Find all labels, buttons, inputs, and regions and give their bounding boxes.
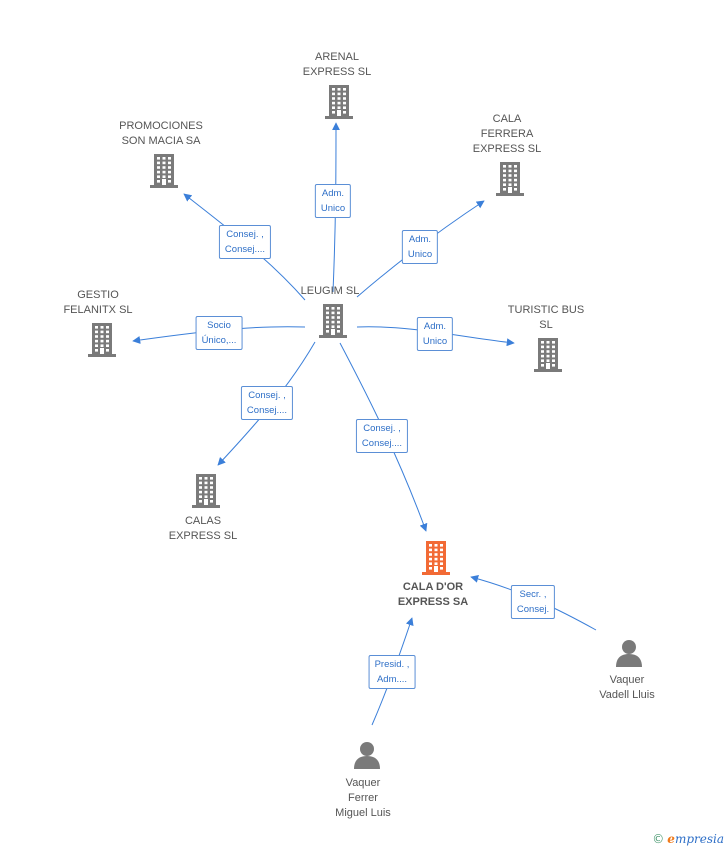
person-icon-vadell[interactable] [614,639,644,672]
node-label-arenal[interactable]: ARENAL EXPRESS SL [302,51,372,78]
node-label-calaferrera[interactable]: CALA FERRERA EXPRESS SL [472,113,542,155]
edge-label-leugim-calas[interactable]: Consej. , Consej.... [240,386,294,420]
copyright-symbol: © [652,832,665,846]
edge-label-leugim-gestio[interactable]: Socio Único,... [195,316,243,350]
building-icon-gestio[interactable] [88,323,116,362]
edge-label-leugim-turistic[interactable]: Adm. Unico [416,317,454,351]
node-label-calas[interactable]: CALAS EXPRESS SL [168,515,238,542]
edge-label-leugim-promociones[interactable]: Consej. , Consej.... [218,225,272,259]
brand-name: mpresia [674,832,724,846]
building-icon-calaferrera[interactable] [496,162,524,201]
edge-label-leugim-calador[interactable]: Consej. , Consej.... [355,419,409,453]
building-icon-arenal[interactable] [325,85,353,124]
node-label-leugim[interactable]: LEUGIM SL [300,285,360,297]
building-icon-turistic[interactable] [534,338,562,377]
edge-label-leugim-calaferrera[interactable]: Adm. Unico [401,230,439,264]
building-icon-leugim[interactable] [319,304,347,343]
brand-initial: e [667,832,675,846]
empresia-watermark: ©empresia [652,832,724,846]
edge-label-ferrer-calador[interactable]: Presid. , Adm.... [368,655,416,689]
edge-label-leugim-arenal[interactable]: Adm. Unico [314,184,352,218]
building-icon-calador[interactable] [422,541,450,580]
node-label-turistic[interactable]: TURISTIC BUS SL [507,304,585,331]
node-label-promociones[interactable]: PROMOCIONES SON MACIA SA [119,120,203,147]
building-icon-calas[interactable] [192,474,220,513]
node-label-ferrer[interactable]: Vaquer Ferrer Miguel Luis [335,777,391,819]
node-label-vadell[interactable]: Vaquer Vadell Lluis [599,674,655,701]
person-icon-ferrer[interactable] [352,741,382,774]
building-icon-promociones[interactable] [150,154,178,193]
edge-label-vadell-calador[interactable]: Secr. , Consej. [510,585,556,619]
node-label-calador[interactable]: CALA D'OR EXPRESS SA [397,581,469,608]
node-label-gestio[interactable]: GESTIO FELANITX SL [63,289,133,316]
